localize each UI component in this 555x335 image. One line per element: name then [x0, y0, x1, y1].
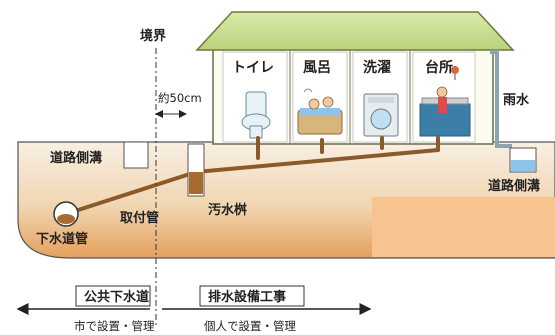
public-title-box	[75, 285, 151, 307]
kitchen-label: 台所	[425, 59, 453, 76]
public-title: 公共下水道	[84, 289, 149, 305]
highlight-box	[372, 197, 555, 257]
road-gutter-right-label: 道路側溝	[488, 178, 540, 194]
roof	[195, 11, 515, 51]
bath-label: 風呂	[303, 60, 331, 76]
rain-downpipe	[490, 50, 512, 148]
public-sub: 市で設置・管理	[74, 319, 155, 333]
private-title: 排水設備工事	[208, 289, 286, 305]
private-sub: 個人で設置・管理	[204, 319, 296, 333]
rainwater-label: 雨水	[503, 92, 530, 108]
toilet-label: トイレ	[232, 60, 274, 76]
washing-machine-icon	[363, 93, 399, 137]
kitchen-icon	[419, 66, 471, 137]
road-gutter-left	[123, 141, 149, 169]
road-gutter-right	[509, 147, 537, 173]
drain-basin-label: 汚水桝	[208, 202, 247, 218]
house	[195, 11, 515, 145]
laundry-label: 洗濯	[363, 59, 391, 76]
drain-basin	[187, 143, 205, 197]
bath-icon	[297, 88, 343, 135]
road-gutter-left-label: 道路側溝	[50, 150, 102, 166]
drain-pipes	[70, 136, 440, 214]
toilet-icon	[241, 91, 271, 139]
sewer-main-pipe	[53, 201, 79, 227]
sewer-main-label: 下水道管	[36, 231, 88, 247]
private-title-box	[199, 285, 305, 307]
boundary-label: 境界	[140, 28, 166, 44]
distance-label: 約50cm	[158, 91, 202, 105]
connection-pipe-label: 取付管	[120, 210, 159, 226]
